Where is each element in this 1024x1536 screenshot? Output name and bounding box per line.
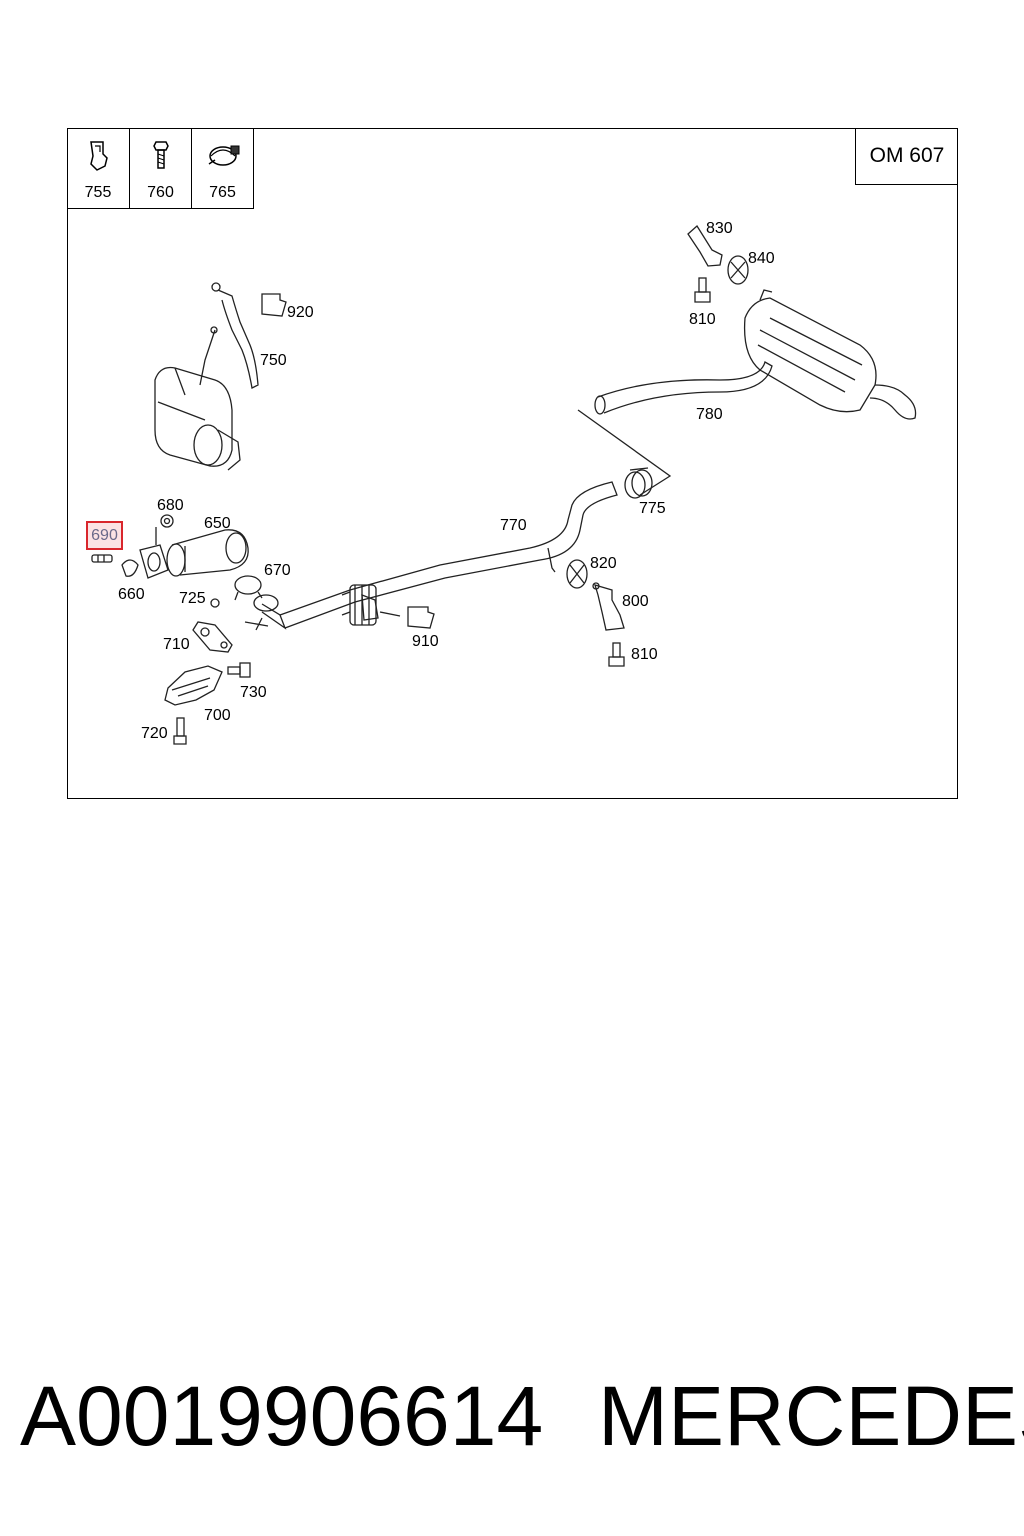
legend-cell-760[interactable]: 760 (130, 128, 192, 209)
sensor-cable-750[interactable] (199, 282, 259, 389)
callout-710[interactable]: 710 (163, 636, 190, 653)
clip-icon (90, 141, 108, 171)
particulate-filter[interactable] (154, 366, 241, 471)
footer-caption: A0019906614 MERCEDES (0, 1368, 1024, 1478)
bolt-720[interactable] (173, 717, 187, 745)
legend-number: 755 (84, 184, 112, 201)
catalytic-converter-650[interactable] (166, 529, 249, 577)
callout-830[interactable]: 830 (706, 220, 733, 237)
stud-690[interactable] (91, 554, 113, 563)
callout-660[interactable]: 660 (118, 586, 145, 603)
legend-number: 760 (147, 184, 174, 201)
legend-cell-765[interactable]: 765 (192, 128, 254, 209)
callout-820[interactable]: 820 (590, 555, 617, 572)
bracket-710[interactable] (192, 621, 233, 653)
bracket-830[interactable] (687, 225, 723, 267)
clamp-icon (208, 145, 239, 166)
engine-model-label: OM 607 (855, 128, 958, 185)
callout-690-highlighted[interactable]: 690 (91, 526, 118, 544)
callout-700[interactable]: 700 (204, 707, 231, 724)
bolt-730[interactable] (227, 662, 251, 678)
pressure-sensor[interactable] (361, 594, 379, 621)
callout-780[interactable]: 780 (696, 406, 723, 423)
clamp-670[interactable] (234, 575, 279, 612)
bolt-810-upper[interactable] (694, 277, 711, 303)
legend-table: 755 760 765 (67, 128, 254, 209)
callout-670[interactable]: 670 (264, 562, 291, 579)
callout-680[interactable]: 680 (157, 497, 184, 514)
heat-shield-700[interactable] (164, 665, 223, 706)
legend-cell-755[interactable]: 755 (67, 128, 130, 209)
connector-910[interactable] (379, 606, 435, 629)
callout-840[interactable]: 840 (748, 250, 775, 267)
callout-920[interactable]: 920 (287, 304, 314, 321)
callout-910[interactable]: 910 (412, 633, 439, 650)
callout-775[interactable]: 775 (639, 500, 666, 517)
exhaust-diagram: 830 840 810 920 750 780 775 680 650 770 … (91, 220, 917, 745)
rear-pipe-780[interactable] (577, 361, 773, 496)
connector-920[interactable] (261, 293, 287, 317)
part-number: A0019906614 (20, 1369, 544, 1463)
nut-680[interactable] (155, 514, 174, 545)
brand-name: MERCEDES (598, 1369, 1024, 1463)
highlight-box-690 (86, 521, 123, 550)
callout-770[interactable]: 770 (500, 517, 527, 534)
gasket-660[interactable] (121, 544, 169, 579)
callout-720[interactable]: 720 (141, 725, 168, 742)
bolt-icon (152, 141, 169, 169)
pipe-connector[interactable] (244, 603, 287, 631)
middle-pipe-770[interactable] (279, 481, 618, 629)
bolt-810-lower[interactable] (608, 642, 625, 667)
rear-muffler[interactable] (743, 289, 917, 420)
rubber-mount-840[interactable] (727, 255, 749, 285)
callout-730[interactable]: 730 (240, 684, 267, 701)
callout-750[interactable]: 750 (260, 352, 287, 369)
bracket-800[interactable] (592, 582, 625, 631)
callout-650[interactable]: 650 (204, 515, 231, 532)
legend-number: 765 (209, 184, 236, 201)
diagram-frame (67, 128, 958, 799)
callout-810-lower[interactable]: 810 (631, 646, 658, 663)
rubber-mount-820[interactable] (566, 559, 588, 589)
callout-800[interactable]: 800 (622, 593, 649, 610)
callout-725[interactable]: 725 (179, 590, 206, 607)
callout-810-upper[interactable]: 810 (689, 311, 716, 328)
nut-725[interactable] (210, 598, 220, 608)
clamp-775[interactable] (624, 467, 653, 499)
